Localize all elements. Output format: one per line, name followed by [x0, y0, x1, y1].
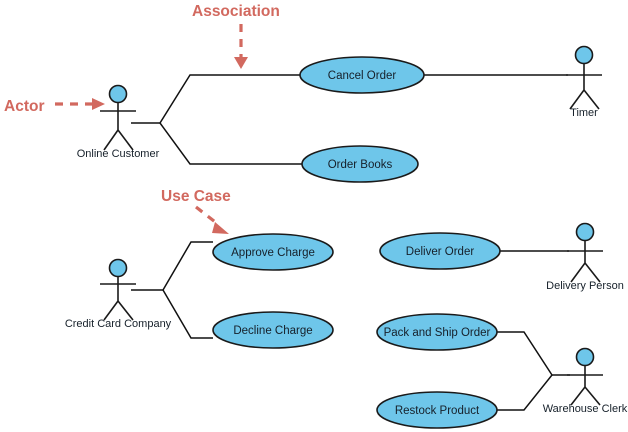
actor-label-credit-card-company: Credit Card Company [65, 318, 172, 330]
use-case-shape [379, 232, 501, 270]
use-case-shape [212, 311, 334, 349]
use-case-order-books[interactable]: Order Books [301, 145, 419, 183]
annotation-arrow-shaft [195, 205, 220, 227]
annotation-label-actor: Actor [4, 98, 44, 115]
actor-label-warehouse-clerk: Warehouse Clerk [543, 403, 628, 415]
actor-head-icon [575, 347, 595, 367]
association-online-customer-order-books[interactable] [159, 122, 302, 165]
actor-head-icon [575, 222, 595, 242]
actor-warehouse-clerk[interactable]: Warehouse Clerk [543, 347, 628, 416]
use-case-label-decline-charge: Decline Charge [233, 325, 312, 337]
use-case-label-order-books: Order Books [328, 159, 393, 171]
actor-head-icon [574, 45, 594, 65]
use-case-restock-product[interactable]: Restock Product [376, 391, 498, 429]
actor-timer[interactable]: Timer [566, 45, 602, 120]
use-case-cancel-order[interactable]: Cancel Order [299, 56, 425, 94]
association-pack-ship-warehouse-clerk[interactable] [497, 331, 570, 376]
actor-body-icon [100, 277, 136, 321]
use-case-approve-charge[interactable]: Approve Charge [212, 233, 334, 271]
use-case-decline-charge[interactable]: Decline Charge [212, 311, 334, 349]
annotation-arrow-head-right-icon [92, 98, 105, 110]
annotation-arrow-head-down-icon [234, 57, 248, 69]
annotation-arrow-head-downright-icon [212, 222, 229, 234]
use-case-pack-and-ship-order[interactable]: Pack and Ship Order [376, 313, 498, 351]
actor-body-icon [100, 103, 136, 151]
annotation-use-case: Use Case [161, 188, 231, 234]
association-lines [131, 74, 570, 411]
actor-credit-card-company[interactable]: Credit Card Company [65, 258, 172, 331]
annotation-association: Association [192, 3, 280, 69]
actor-label-timer: Timer [570, 107, 598, 119]
actor-body-icon [567, 241, 603, 283]
use-case-label-cancel-order: Cancel Order [328, 70, 397, 82]
actor-head-icon [108, 84, 128, 104]
association-credit-card-decline-charge[interactable] [162, 289, 213, 339]
actor-label-online-customer: Online Customer [77, 148, 160, 160]
use-case-label-approve-charge: Approve Charge [231, 247, 315, 259]
actor-head-icon [108, 258, 128, 278]
use-case-shape [301, 145, 419, 183]
use-case-shape [376, 391, 498, 429]
actor-label-delivery-person: Delivery Person [546, 280, 624, 292]
use-case-shape [212, 233, 334, 271]
use-case-deliver-order[interactable]: Deliver Order [379, 232, 501, 270]
annotation-label-use-case: Use Case [161, 188, 231, 205]
use-case-label-restock-product: Restock Product [395, 405, 480, 417]
annotation-actor: Actor [4, 98, 105, 115]
association-credit-card-approve-charge[interactable] [131, 241, 213, 291]
actor-delivery-person[interactable]: Delivery Person [546, 222, 624, 293]
use-case-shape [376, 313, 498, 351]
use-case-label-pack-and-ship-order: Pack and Ship Order [384, 327, 491, 339]
association-online-customer-cancel-order[interactable] [131, 74, 300, 124]
use-case-label-deliver-order: Deliver Order [406, 246, 475, 258]
actor-online-customer[interactable]: Online Customer [77, 84, 160, 161]
actor-body-icon [567, 366, 603, 406]
use-case-shape [299, 56, 425, 94]
association-restock-warehouse-clerk[interactable] [497, 374, 553, 411]
annotation-label-association: Association [192, 3, 280, 20]
actor-body-icon [566, 64, 602, 110]
